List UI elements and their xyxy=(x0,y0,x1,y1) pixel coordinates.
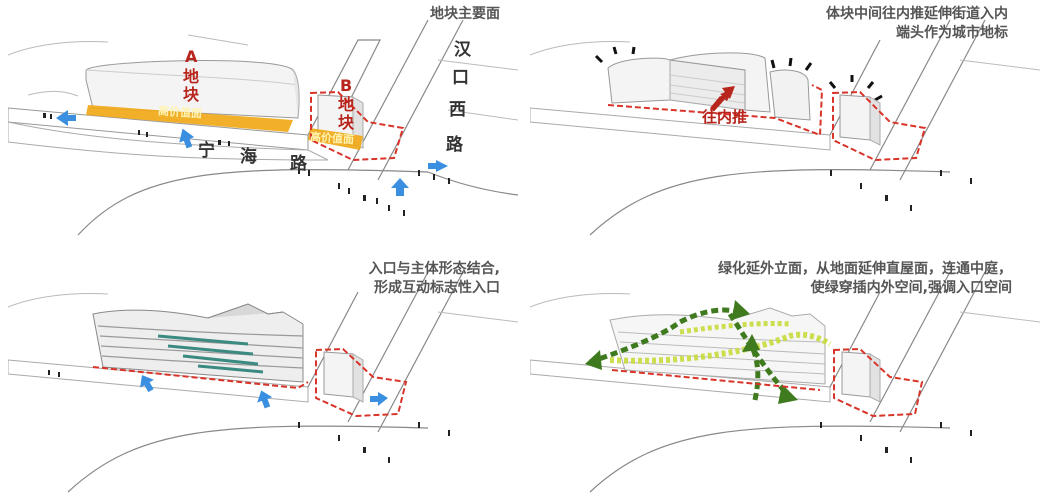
site-plan-drawing xyxy=(8,0,518,245)
plot-b-char-1: 地 xyxy=(338,95,354,114)
plot-a-letter: A xyxy=(185,47,197,66)
road-h-char-3: 路 xyxy=(290,149,307,174)
panel-entrance-form: 入口与主体形态结合, 形成互动标志性入口 xyxy=(8,252,518,497)
caption-line-1: 体块中间往内推延伸街道入内 xyxy=(826,5,1008,24)
caption-line-2: 端头作为城市地标 xyxy=(826,24,1008,43)
frontage-b-label: 高价值面 xyxy=(309,128,354,147)
push-in-label: 往内推 xyxy=(702,108,747,127)
road-v-char-2: 口 xyxy=(452,63,469,88)
road-h-char-2: 海 xyxy=(240,142,257,167)
panel-site-frontage: 地块主要面 A 地 块 B 地 块 高价值面 高价值面 宁 海 路 汉 口 西 … xyxy=(8,0,518,245)
caption: 地块主要面 xyxy=(430,5,500,24)
caption-line-1: 绿化延外立面，从地面延伸直屋面，连通中庭， xyxy=(718,260,1012,279)
road-v-char-3: 西 xyxy=(449,95,466,120)
panel-greening: 绿化延外立面，从地面延伸直屋面，连通中庭， 使绿穿插内外空间,强调入口空间 xyxy=(530,252,1040,497)
road-h-char-1: 宁 xyxy=(198,136,215,161)
panel-push-in: 体块中间往内推延伸街道入内 端头作为城市地标 往内推 xyxy=(530,0,1040,245)
caption-line-1: 入口与主体形态结合, xyxy=(369,260,500,279)
plot-a-char-1: 地 xyxy=(183,67,199,86)
caption: 体块中间往内推延伸街道入内 端头作为城市地标 xyxy=(826,5,1008,43)
caption-line-2: 形成互动标志性入口 xyxy=(369,279,500,298)
plot-b-letter: B xyxy=(340,76,352,95)
caption: 绿化延外立面，从地面延伸直屋面，连通中庭， 使绿穿插内外空间,强调入口空间 xyxy=(718,260,1012,298)
road-v-char-4: 路 xyxy=(446,130,463,155)
caption-line-2: 使绿穿插内外空间,强调入口空间 xyxy=(718,279,1012,298)
plot-b-char-2: 块 xyxy=(338,113,354,132)
road-v-char-1: 汉 xyxy=(454,35,471,60)
plot-a-char-2: 块 xyxy=(183,85,199,104)
caption: 入口与主体形态结合, 形成互动标志性入口 xyxy=(369,260,500,298)
frontage-a-label: 高价值面 xyxy=(157,102,202,121)
